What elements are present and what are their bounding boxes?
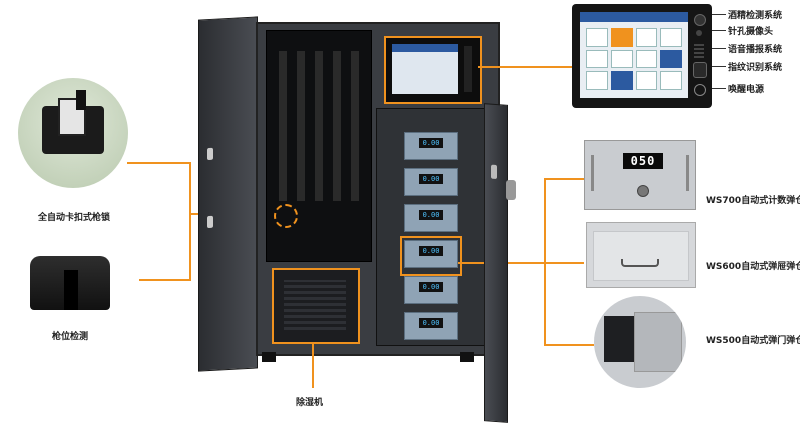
gun-detect-photo: [30, 252, 112, 314]
drawer: 0.00: [404, 312, 458, 340]
ws500-label: WS500自动式弹门弹仓: [706, 336, 800, 346]
camera-icon: [696, 30, 702, 36]
drawer-stack: 0.00 0.00 0.00 0.00 0.00 0.00: [404, 132, 458, 342]
door-handle: [506, 180, 516, 200]
cabinet-right-door: [484, 103, 508, 423]
drawer: 0.00: [404, 276, 458, 304]
ws700-module-photo: 050: [584, 140, 696, 210]
drawer-display: 0.00: [419, 174, 443, 184]
screen-detail-photo: [572, 4, 712, 108]
drawer-display: 0.00: [419, 210, 443, 220]
drawer: 0.00: [404, 204, 458, 232]
detect-connector: [139, 279, 191, 281]
gun-detect-label: 枪位检测: [52, 332, 89, 342]
dehumidifier-unit: [272, 268, 360, 344]
lock-highlight-circle: [274, 204, 298, 228]
screen-callout-power: 唤醒电源: [728, 85, 765, 95]
drawer: 0.00: [404, 168, 458, 196]
screen-callout-fingerprint: 指纹识别系统: [728, 63, 783, 73]
cabinet-screen-panel: [384, 36, 482, 104]
cabinet-foot-right: [460, 352, 474, 362]
fingerprint-icon: [693, 62, 707, 78]
screen-callout-lines: [712, 10, 728, 90]
alcohol-sensor-icon: [694, 14, 706, 26]
left-vertical-connector: [189, 162, 191, 280]
ws500-connector: [544, 344, 594, 346]
drawer-display: 0.00: [419, 138, 443, 148]
drawer-highlight: [400, 236, 462, 276]
ws700-connector: [544, 178, 584, 180]
lock-connector: [127, 162, 190, 164]
drawer-display: 0.00: [419, 282, 443, 292]
ws700-label: WS700自动式计数弹仓: [706, 196, 800, 206]
gun-lock-label: 全自动卡扣式枪锁: [38, 213, 111, 223]
touch-screen: [580, 12, 688, 98]
drawer: 0.00: [404, 240, 458, 268]
power-icon: [694, 84, 706, 96]
ws600-connector: [544, 262, 584, 264]
ws500-module-photo: [594, 296, 686, 388]
ws600-module-photo: [586, 222, 696, 288]
dehumidifier-label: 除湿机: [296, 398, 324, 408]
drawer: 0.00: [404, 132, 458, 160]
drawer-display: 0.00: [419, 318, 443, 328]
screen-callout-camera: 针孔摄像头: [728, 27, 774, 37]
dehumidifier-connector-v: [312, 342, 314, 388]
gun-lock-photo: [18, 78, 128, 188]
speaker-icon: [694, 42, 704, 58]
ws600-label: WS600自动式弹屉弹仓: [706, 262, 800, 272]
screen-connector: [478, 66, 572, 68]
ws700-counter-display: 050: [623, 153, 663, 169]
cabinet-left-door: [198, 16, 258, 372]
screen-callout-alcohol: 酒精检测系统: [728, 11, 783, 21]
drawer-display: 0.00: [419, 246, 443, 256]
cabinet-foot-left: [262, 352, 276, 362]
screen-callout-voice: 语音播报系统: [728, 45, 783, 55]
